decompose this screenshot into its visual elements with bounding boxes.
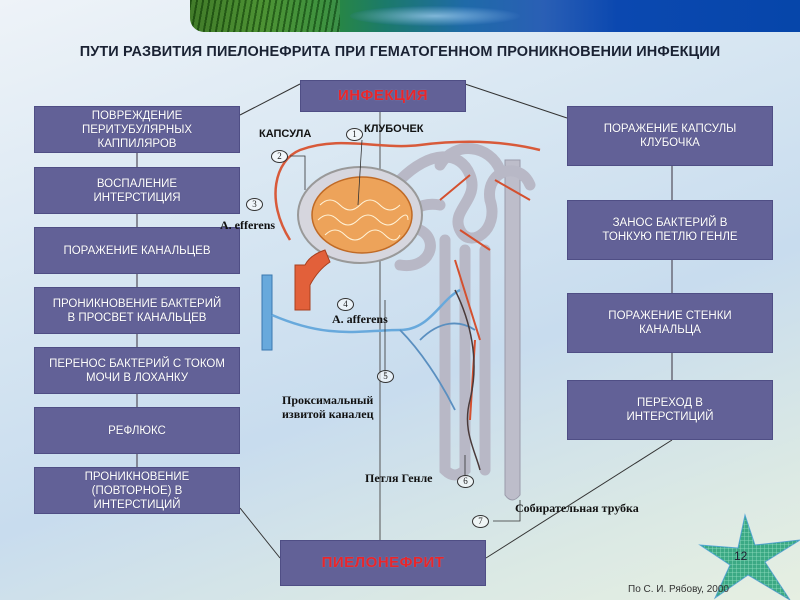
glomerulus-label: КЛУБОЧЕК <box>364 123 424 135</box>
marker-3: 3 <box>246 198 263 211</box>
marker-5: 5 <box>377 370 394 383</box>
glomerulus-texture <box>317 199 409 241</box>
efferens-label: A. efferens <box>220 218 276 232</box>
peritubular-capillaries <box>439 174 531 421</box>
left-step-2-label: ВОСПАЛЕНИЕ ИНТЕРСТИЦИЯ <box>93 177 181 204</box>
left-step-5-label: ПЕРЕНОС БАКТЕРИЙ С ТОКОМ МОЧИ В ЛОХАНКУ <box>49 357 225 384</box>
bottom-right-connector <box>485 439 673 559</box>
capsule-label: КАПСУЛА <box>259 128 312 140</box>
pyelonephritis-label: ПИЕЛОНЕФРИТ <box>321 554 445 571</box>
banner-water-image <box>350 6 520 26</box>
star-icon <box>698 513 800 600</box>
collecting-duct-label: Собирательная трубка <box>515 501 639 515</box>
afferens-label: A. afferens <box>332 312 388 326</box>
right-step-2-label: ЗАНОС БАКТЕРИЙ В ТОНКУЮ ПЕТЛЮ ГЕНЛЕ <box>602 217 738 243</box>
header-banner <box>190 0 800 32</box>
vasa-recta <box>454 289 481 471</box>
marker-2: 2 <box>271 150 288 163</box>
right-step-1-label: ПОРАЖЕНИЕ КАПСУЛЫ КЛУБОЧКА <box>603 123 737 149</box>
left-step-4-label: ПРОНИКНОВЕНИЕ БАКТЕРИЙ В ПРОСВЕТ КАНАЛЬЦ… <box>52 297 222 324</box>
glomerulus-shape <box>311 176 413 254</box>
proximal-tubule-label-2: извитой каналец <box>282 407 374 421</box>
right-step-1: ПОРАЖЕНИЕ КАПСУЛЫ КЛУБОЧКА <box>567 106 773 166</box>
bottom-left-connector <box>239 507 281 559</box>
right-step-3: ПОРАЖЕНИЕ СТЕНКИ КАНАЛЬЦА <box>567 293 773 353</box>
proximal-tubule-label-1: Проксимальный <box>282 393 374 407</box>
vein-vessel <box>261 274 273 351</box>
infection-label: ИНФЕКЦИЯ <box>337 87 429 104</box>
marker-4: 4 <box>337 298 354 311</box>
efferent-arteriole <box>274 140 541 241</box>
left-step-6: РЕФЛЮКС <box>34 407 240 454</box>
left-step-2: ВОСПАЛЕНИЕ ИНТЕРСТИЦИЯ <box>34 167 240 214</box>
marker-7: 7 <box>472 515 489 528</box>
left-step-5: ПЕРЕНОС БАКТЕРИЙ С ТОКОМ МОЧИ В ЛОХАНКУ <box>34 347 240 394</box>
marker-6: 6 <box>457 475 474 488</box>
left-step-3: ПОРАЖЕНИЕ КАНАЛЬЦЕВ <box>34 227 240 274</box>
right-step-3-label: ПОРАЖЕНИЕ СТЕНКИ КАНАЛЬЦА <box>608 310 732 336</box>
slide-title: ПУТИ РАЗВИТИЯ ПИЕЛОНЕФРИТА ПРИ ГЕМАТОГЕН… <box>79 44 721 60</box>
top-right-connector <box>464 83 568 119</box>
left-step-3-label: ПОРАЖЕНИЕ КАНАЛЬЦЕВ <box>63 244 211 257</box>
page-number: 12 <box>734 549 748 563</box>
collecting-duct <box>504 159 521 501</box>
loop-of-henle-label: Петля Генле <box>365 471 433 485</box>
right-step-4-label: ПЕРЕХОД В ИНТЕРСТИЦИЙ <box>626 397 714 423</box>
right-step-4: ПЕРЕХОД В ИНТЕРСТИЦИЙ <box>567 380 773 440</box>
right-step-2: ЗАНОС БАКТЕРИЙ В ТОНКУЮ ПЕТЛЮ ГЕНЛЕ <box>567 200 773 260</box>
left-step-7-label: ПРОНИКНОВЕНИЕ (ПОВТОРНОЕ) В ИНТЕРСТИЦИЙ <box>84 470 190 511</box>
left-step-6-label: РЕФЛЮКС <box>108 424 166 437</box>
venous-network <box>399 322 476 411</box>
artery-vessel <box>294 249 331 311</box>
pyelonephritis-box: ПИЕЛОНЕФРИТ <box>280 540 486 586</box>
left-step-1: ПОВРЕЖДЕНИЕ ПЕРИТУБУЛЯРНЫХ КАППИЛЯРОВ <box>34 106 240 153</box>
left-step-4: ПРОНИКНОВЕНИЕ БАКТЕРИЙ В ПРОСВЕТ КАНАЛЬЦ… <box>34 287 240 334</box>
top-left-connector <box>239 83 301 116</box>
source-credit: По С. И. Рябову, 2000 <box>628 584 729 595</box>
banner-grass-image <box>190 0 340 32</box>
marker-1: 1 <box>346 128 363 141</box>
venous-branch <box>271 288 461 334</box>
left-step-1-label: ПОВРЕЖДЕНИЕ ПЕРИТУБУЛЯРНЫХ КАППИЛЯРОВ <box>81 109 193 150</box>
left-step-7: ПРОНИКНОВЕНИЕ (ПОВТОРНОЕ) В ИНТЕРСТИЦИЙ <box>34 467 240 514</box>
infection-box: ИНФЕКЦИЯ <box>300 80 466 112</box>
